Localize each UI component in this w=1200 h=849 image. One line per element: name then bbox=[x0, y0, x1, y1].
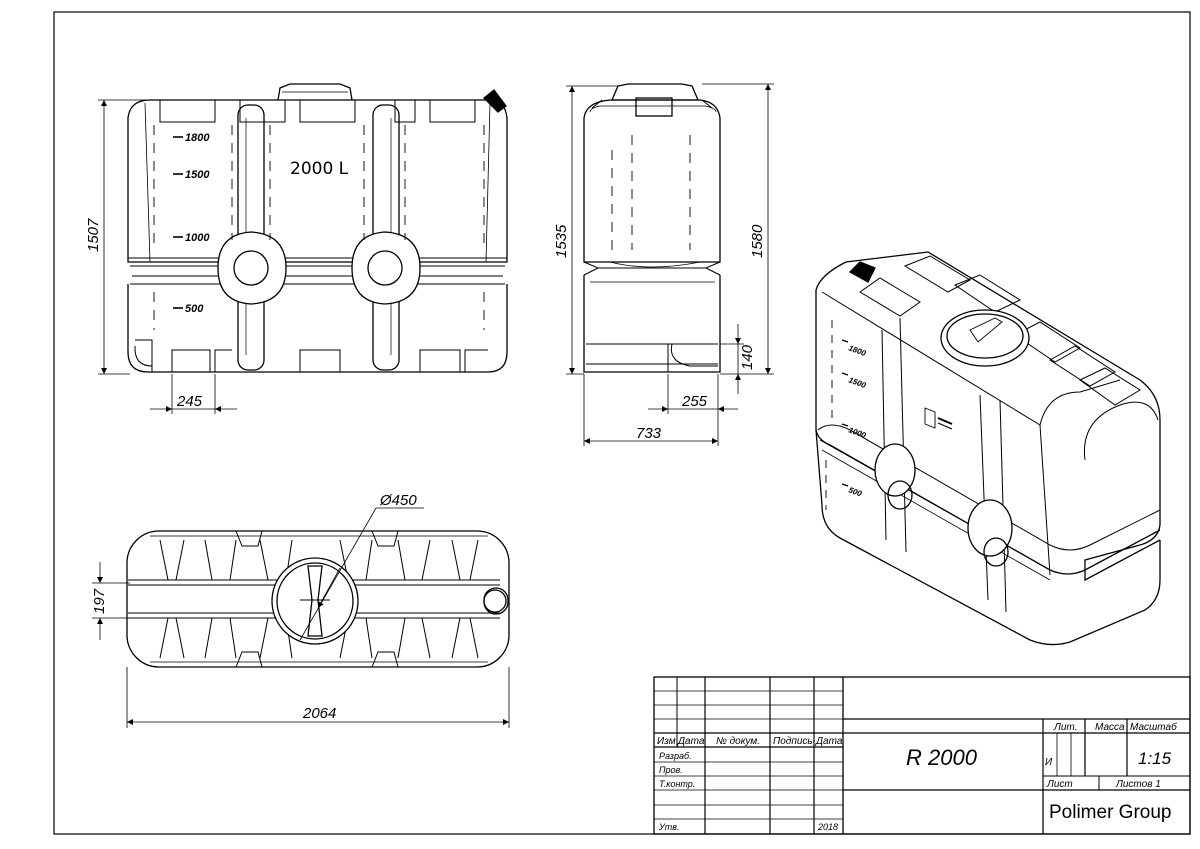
title-block bbox=[653, 676, 1191, 835]
tb-mass-label: Масса bbox=[1095, 722, 1125, 733]
iso-level-mark-1800: 1800 bbox=[847, 343, 867, 358]
level-mark-1800: 1800 bbox=[185, 132, 210, 144]
tb-scale-label: Масштаб bbox=[1130, 721, 1177, 733]
dim-length: 2064 bbox=[302, 705, 336, 722]
tb-row-razrab: Разраб. bbox=[659, 751, 692, 761]
front-dimensions bbox=[98, 99, 237, 414]
iso-level-mark-1500: 1500 bbox=[847, 375, 867, 390]
title-block-text: Изм Дата № докум. Подпись Дата Разраб. П… bbox=[657, 721, 1177, 832]
top-dimensions bbox=[92, 507, 510, 728]
level-mark-1000: 1000 bbox=[185, 232, 210, 244]
capacity-label: 2000 L bbox=[290, 159, 349, 179]
front-view bbox=[127, 83, 508, 373]
side-view bbox=[583, 83, 721, 373]
iso-level-mark-500: 500 bbox=[847, 485, 863, 498]
tb-organization: Polimer Group bbox=[1049, 802, 1172, 823]
tb-row-prov: Пров. bbox=[659, 765, 683, 775]
tb-lit-value: И bbox=[1045, 757, 1053, 768]
tb-header-date2: Дата bbox=[815, 736, 843, 747]
dim-side-base: 140 bbox=[739, 344, 756, 370]
level-mark-1500: 1500 bbox=[185, 169, 210, 181]
tb-header-sign: Подпись bbox=[773, 736, 813, 747]
dim-side-height-total: 1580 bbox=[749, 224, 766, 258]
tb-sheets-label: Листов 1 bbox=[1115, 779, 1161, 790]
dim-front-height: 1507 bbox=[85, 218, 102, 252]
top-view bbox=[126, 530, 510, 668]
tb-row-utv: Утв. bbox=[658, 822, 679, 832]
dim-side-height-inner: 1535 bbox=[553, 224, 570, 258]
tb-sheet-label: Лист bbox=[1046, 779, 1073, 790]
tb-row-tkontr: Т.контр. bbox=[659, 779, 695, 789]
tb-lit-label: Лит. bbox=[1053, 722, 1077, 733]
tb-name: R 2000 bbox=[906, 745, 978, 770]
front-level-marks: 1800 1500 1000 500 bbox=[185, 132, 210, 315]
tb-header-date1: Дата bbox=[677, 736, 705, 747]
tb-header-doc: № докум. bbox=[716, 736, 760, 747]
side-dimensions bbox=[566, 83, 774, 446]
dim-top-width: 197 bbox=[91, 588, 108, 614]
tb-year: 2018 bbox=[817, 822, 838, 832]
level-mark-500: 500 bbox=[185, 303, 204, 315]
dim-side-width: 733 bbox=[636, 425, 662, 442]
tb-scale-value: 1:15 bbox=[1138, 749, 1172, 768]
iso-level-marks: 1800 1500 1000 500 bbox=[847, 343, 867, 498]
iso-level-mark-1000: 1000 bbox=[847, 425, 867, 440]
sheet-frame bbox=[53, 11, 1191, 835]
dim-side-spacing: 255 bbox=[681, 393, 708, 410]
dim-front-spacing: 245 bbox=[176, 393, 203, 410]
isometric-view bbox=[815, 251, 1161, 646]
dim-lid-diameter: Ø450 bbox=[379, 492, 417, 509]
tb-header-izm: Изм bbox=[657, 736, 676, 747]
